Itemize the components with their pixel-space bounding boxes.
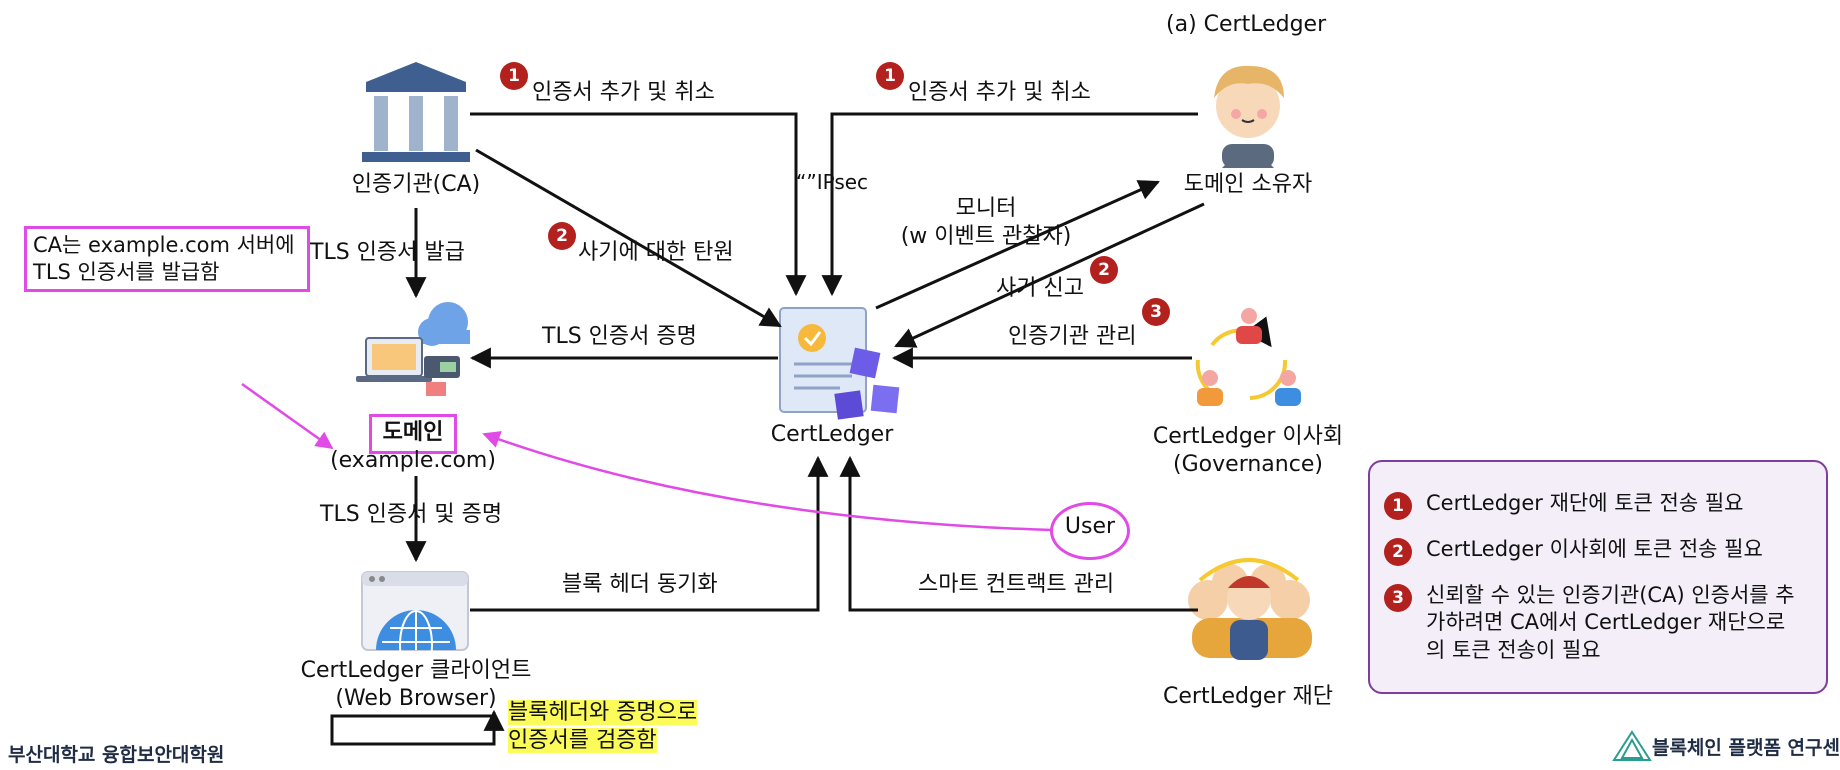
user-label: User bbox=[1064, 514, 1116, 539]
edge-label-fraud-report: 사기 신고 bbox=[996, 276, 1084, 301]
domain-label-highlight-box bbox=[369, 414, 457, 454]
user-circle bbox=[1050, 502, 1130, 560]
board-node-sublabel: (Governance) bbox=[1173, 452, 1323, 477]
edge-label-ipsec: “”IPsec bbox=[796, 170, 869, 194]
ca-note-box: CA는 example.com 서버에 TLS 인증서를 발급함 bbox=[24, 226, 310, 292]
legend-badge-3: 3 bbox=[1384, 584, 1412, 612]
board-node-label: CertLedger 이사회 bbox=[1152, 424, 1344, 449]
edge-label-smart-contract: 스마트 컨트랙트 관리 bbox=[918, 572, 1115, 597]
edge-monitor bbox=[875, 180, 1160, 310]
legend-badge-1: 1 bbox=[1384, 492, 1412, 520]
footer-research-center: 블록체인 플랫폼 연구센 bbox=[1612, 730, 1840, 762]
client-node-label: CertLedger 클라이언트 bbox=[300, 658, 532, 683]
edge-smart-contract bbox=[839, 455, 1198, 612]
legend-panel: 1 CertLedger 재단에 토큰 전송 필요 2 CertLedger 이… bbox=[1368, 460, 1828, 694]
edge-label-ca-add-revoke: 인증서 추가 및 취소 bbox=[532, 80, 715, 105]
ca-node-label: 인증기관(CA) bbox=[351, 172, 481, 197]
edge-verify-loop bbox=[330, 714, 496, 746]
domain-node-label: 도메인 bbox=[382, 420, 444, 445]
edge-fraud-appeal bbox=[475, 148, 782, 328]
edge-owner-add-revoke bbox=[821, 112, 1198, 297]
legend-item-3: 3 신뢰할 수 있는 인증기관(CA) 인증서를 추가하려면 CA에서 Cert… bbox=[1384, 582, 1804, 664]
verify-note-line1: 블록헤더와 증명으로 bbox=[508, 700, 698, 726]
foundation-crowd-icon bbox=[1188, 558, 1312, 660]
verify-note-line1-text: 블록헤더와 증명으로 bbox=[508, 700, 698, 725]
legend-item-1: 1 CertLedger 재단에 토큰 전송 필요 bbox=[1384, 490, 1744, 520]
legend-item-2: 2 CertLedger 이사회에 토큰 전송 필요 bbox=[1384, 536, 1763, 566]
verify-note-line2-text: 인증서를 검증함 bbox=[508, 728, 657, 753]
web-browser-icon bbox=[361, 571, 469, 680]
governance-board-icon bbox=[1195, 308, 1301, 406]
pink-arrow-left bbox=[241, 382, 334, 450]
verify-note-line2: 인증서를 검증함 bbox=[508, 728, 657, 754]
footer-research-center-text: 블록체인 플랫폼 연구센 bbox=[1651, 736, 1840, 759]
edge-label-tls-proof: TLS 인증서 증명 bbox=[542, 324, 697, 349]
edge-label-monitor: 모니터 bbox=[955, 196, 1017, 221]
foundation-node-label: CertLedger 재단 bbox=[1163, 684, 1333, 709]
edge-label-owner-add-revoke: 인증서 추가 및 취소 bbox=[908, 80, 1091, 105]
legend-text-1: CertLedger 재단에 토큰 전송 필요 bbox=[1426, 491, 1744, 515]
owner-node-label: 도메인 소유자 bbox=[1183, 172, 1313, 197]
certledger-node-label: CertLedger bbox=[770, 422, 894, 447]
ledger-document-icon bbox=[779, 307, 900, 420]
edge-ca-add-revoke bbox=[470, 112, 807, 297]
edge-label-block-header-sync: 블록 헤더 동기화 bbox=[562, 572, 718, 597]
legend-text-2: CertLedger 이사회에 토큰 전송 필요 bbox=[1426, 537, 1763, 561]
domain-server-icon bbox=[356, 302, 470, 396]
badge-2-fraud-report: 2 bbox=[1090, 256, 1118, 284]
pink-arrow-user bbox=[482, 431, 1053, 532]
edge-label-tls-cert-proof: TLS 인증서 및 증명 bbox=[320, 502, 503, 527]
bank-icon bbox=[362, 62, 470, 162]
edge-fraud-report bbox=[894, 202, 1205, 348]
legend-badge-2: 2 bbox=[1384, 538, 1412, 566]
client-node-sublabel: (Web Browser) bbox=[335, 686, 497, 711]
diagram-caption: (a) CertLedger bbox=[1166, 12, 1327, 37]
badge-3-ca-manage: 3 bbox=[1142, 298, 1170, 326]
footer-university: 부산대학교 융합보안대학원 bbox=[8, 744, 225, 766]
badge-1-owner-add: 1 bbox=[876, 62, 904, 90]
ca-note-line1: CA는 example.com 서버에 bbox=[33, 233, 295, 257]
edge-label-fraud-appeal: 사기에 대한 탄원 bbox=[578, 240, 734, 265]
ca-note-line2: TLS 인증서를 발급함 bbox=[33, 260, 220, 284]
edge-label-tls-issue: TLS 인증서 발급 bbox=[310, 240, 465, 265]
edge-label-ca-manage: 인증기관 관리 bbox=[1008, 324, 1137, 349]
edge-block-header-sync bbox=[470, 455, 829, 612]
research-center-logo-icon bbox=[1612, 730, 1652, 761]
edge-label-monitor-sub: (w 이벤트 관찰자) bbox=[900, 224, 1072, 249]
legend-text-3: 신뢰할 수 있는 인증기관(CA) 인증서를 추가하려면 CA에서 CertLe… bbox=[1426, 583, 1795, 662]
badge-2-fraud-appeal: 2 bbox=[548, 222, 576, 250]
domain-owner-avatar-icon bbox=[1214, 65, 1284, 168]
badge-1-ca-add: 1 bbox=[500, 62, 528, 90]
domain-node-sublabel: (example.com) bbox=[330, 448, 496, 473]
